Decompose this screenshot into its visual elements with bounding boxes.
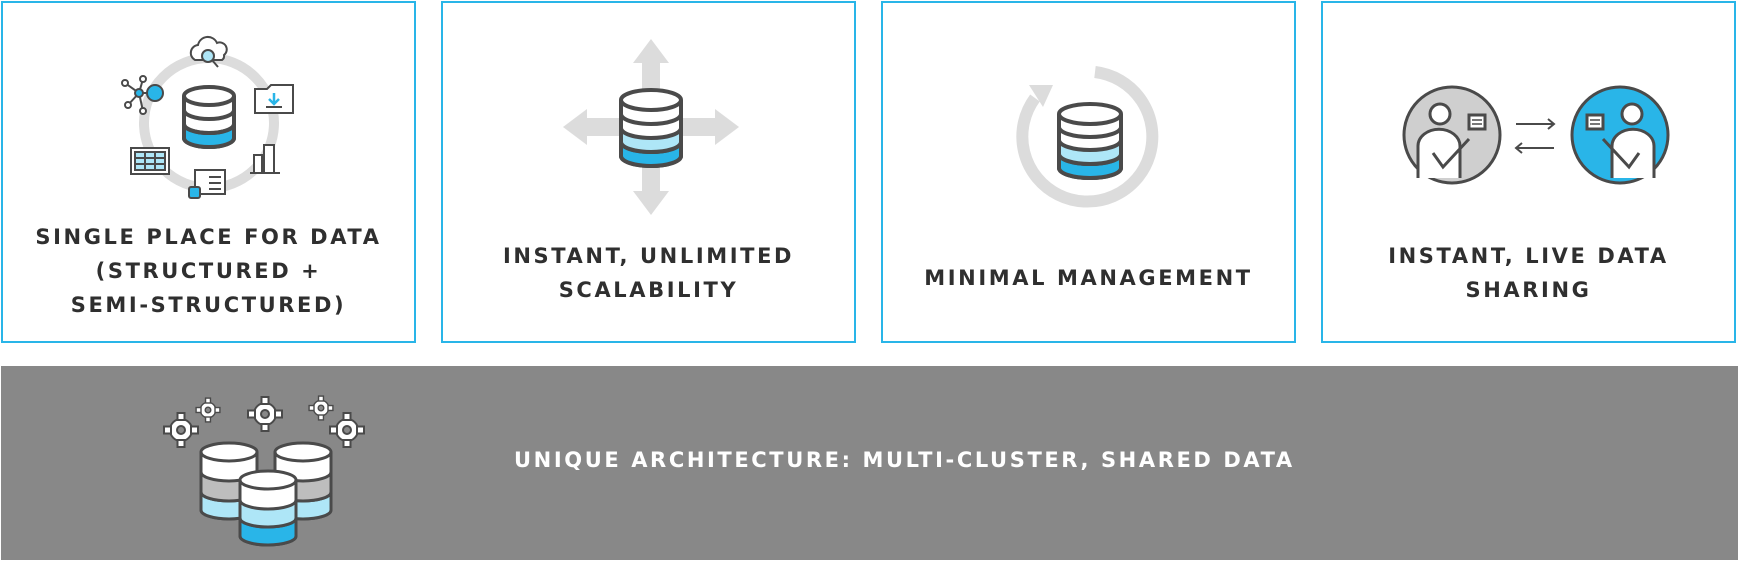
banner-title: UNIQUE ARCHITECTURE: MULTI-CLUSTER, SHAR… <box>514 448 1295 472</box>
data-sharing-icon <box>1402 85 1670 185</box>
database-icon <box>619 88 683 168</box>
card-scalability: INSTANT, UNLIMITED SCALABILITY <box>441 1 856 343</box>
card-title: INSTANT, UNLIMITED SCALABILITY <box>502 244 795 302</box>
card-single-place: SINGLE PLACE FOR DATA (STRUCTURED + SEMI… <box>1 1 416 343</box>
card-title: MINIMAL MANAGEMENT <box>924 266 1253 290</box>
gear-icon <box>308 395 334 421</box>
scaling-arrows-icon <box>563 39 739 215</box>
architecture-banner: UNIQUE ARCHITECTURE: MULTI-CLUSTER, SHAR… <box>1 366 1738 560</box>
card-title: INSTANT, LIVE DATA SHARING <box>1388 244 1669 302</box>
card-minimal-management: MINIMAL MANAGEMENT <box>881 1 1296 343</box>
card-title: SINGLE PLACE FOR DATA (STRUCTURED + SEMI… <box>35 225 382 317</box>
gear-icon <box>329 412 365 448</box>
gear-icon <box>195 397 221 423</box>
data-hub-icon <box>121 35 294 199</box>
refresh-database-icon <box>1016 66 1159 208</box>
database-icon <box>238 469 298 547</box>
gear-icon <box>247 396 283 432</box>
multi-cluster-icon <box>163 395 365 547</box>
gear-icon <box>163 412 199 448</box>
card-data-sharing: INSTANT, LIVE DATA SHARING <box>1321 1 1736 343</box>
